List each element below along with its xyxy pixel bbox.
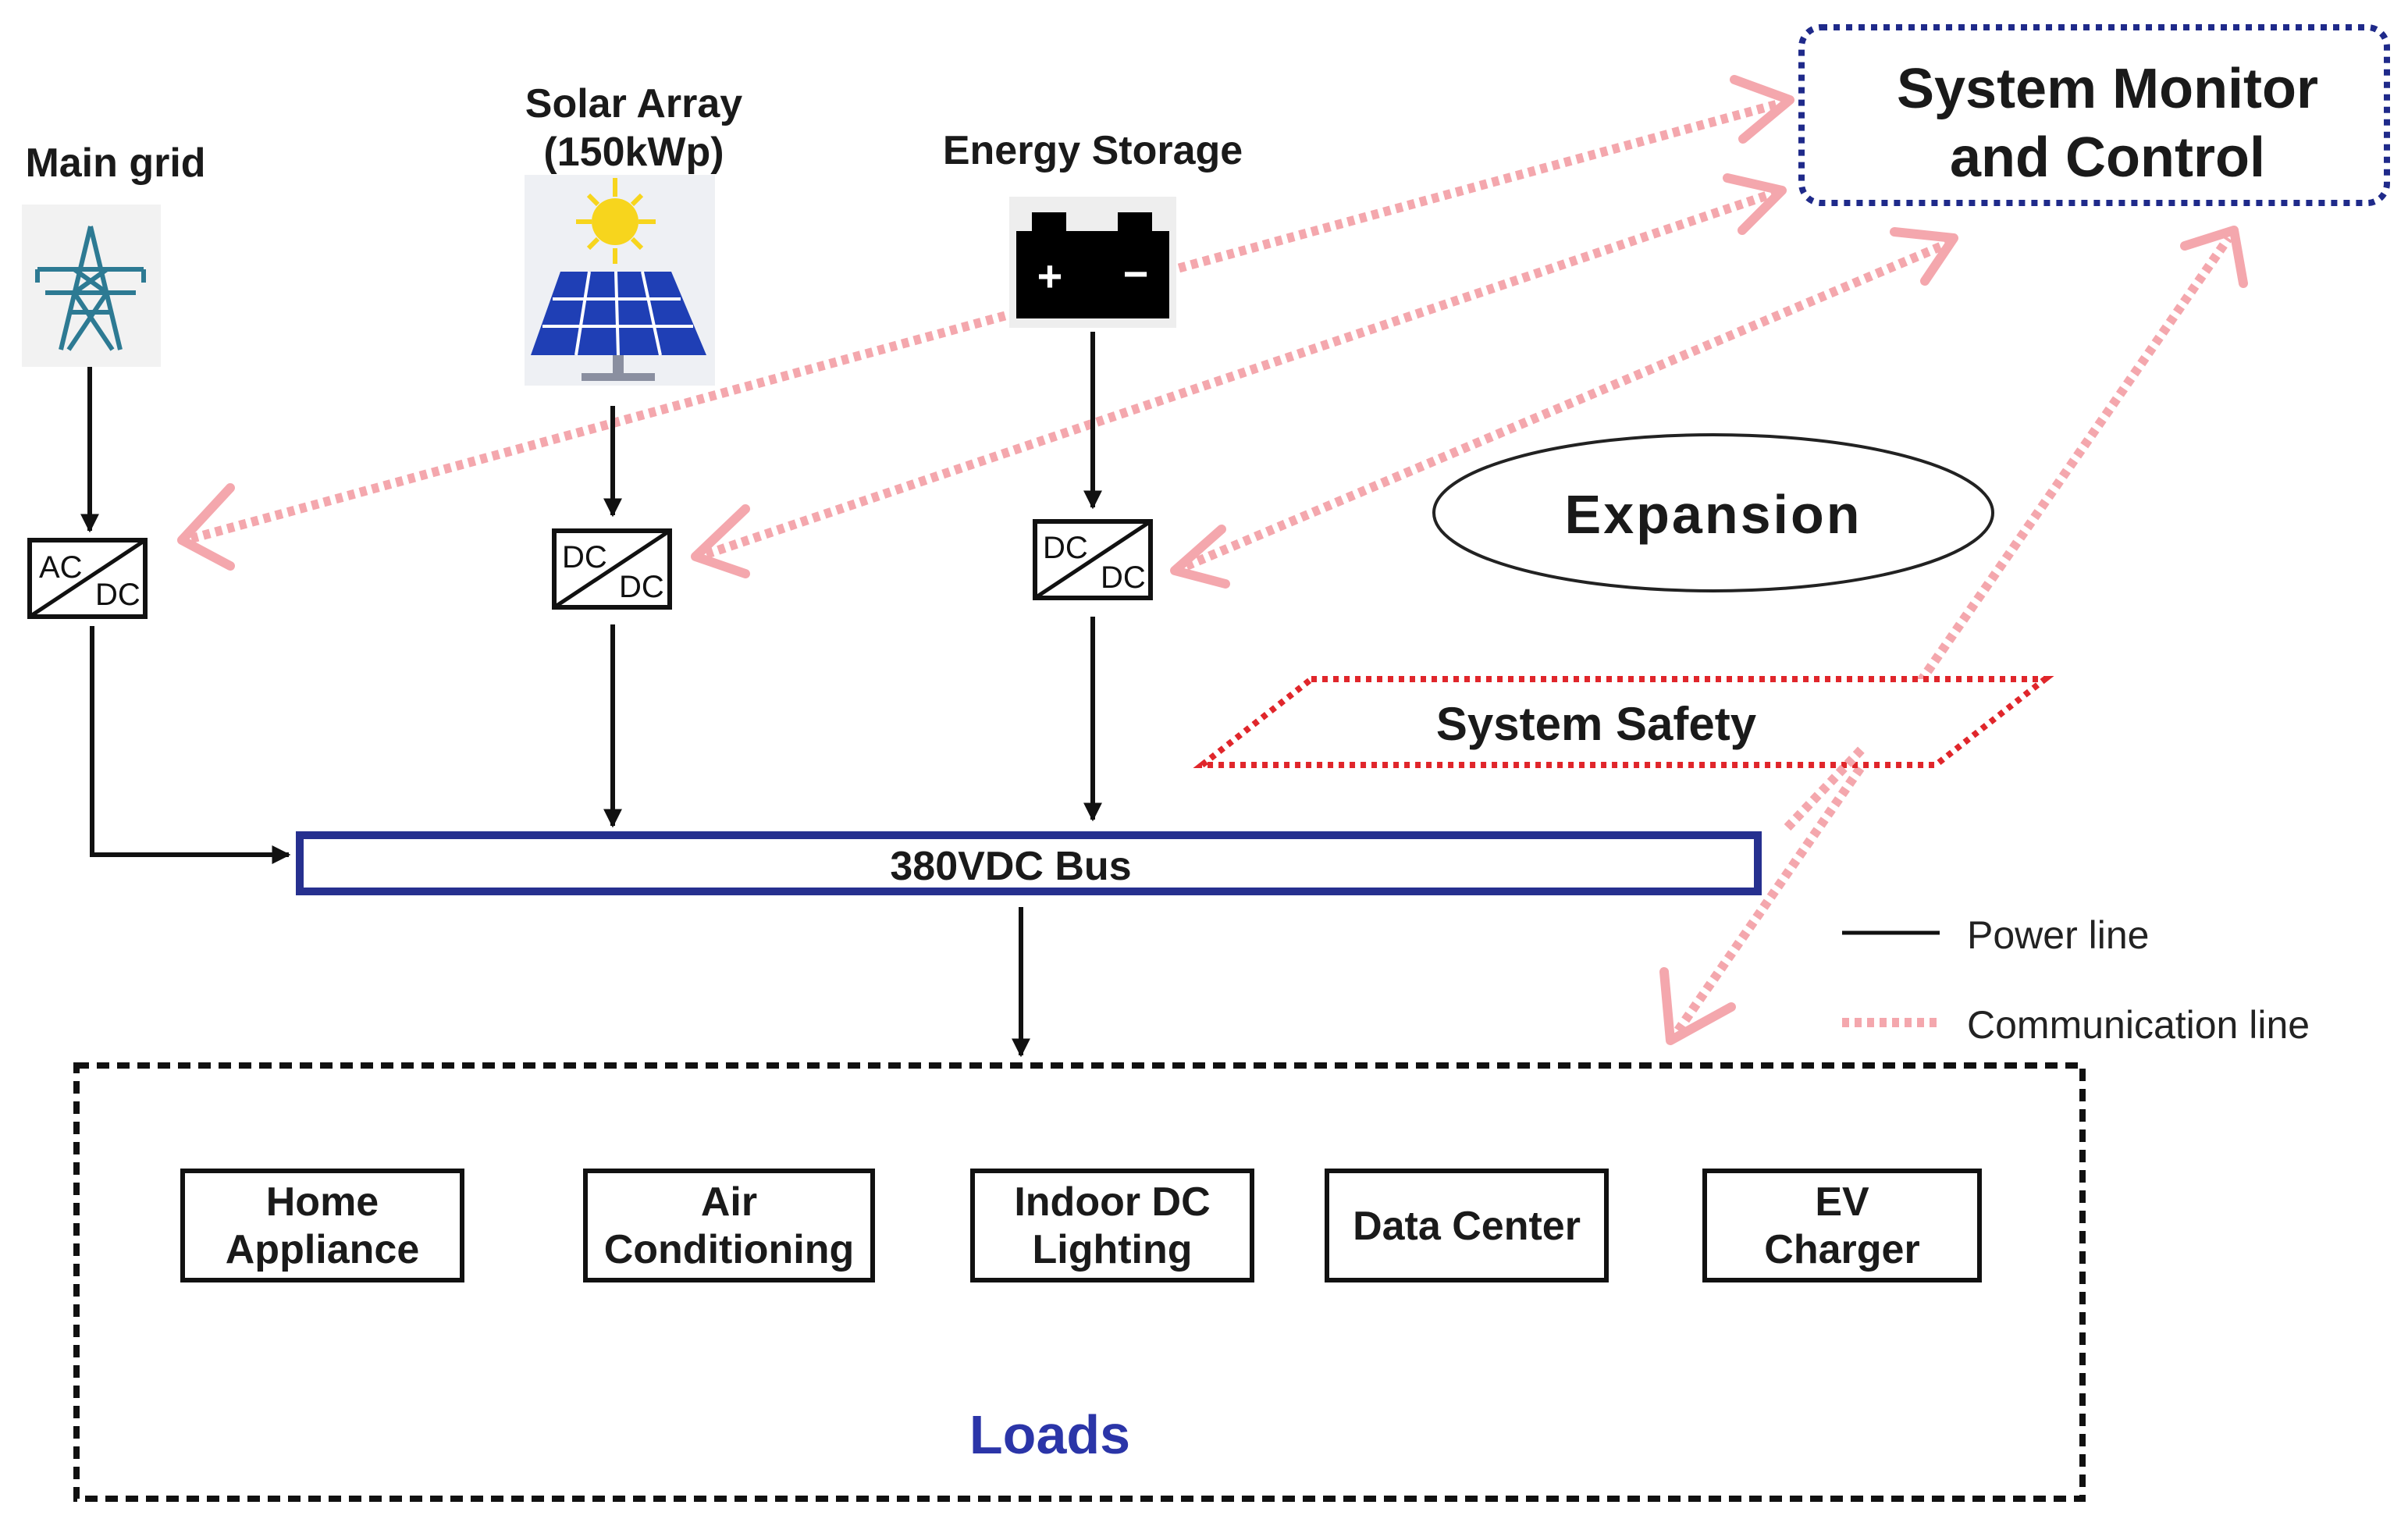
energy-storage-label: Energy Storage (943, 128, 1243, 173)
comm-line-storage (1184, 237, 1954, 571)
transmission-tower-icon (22, 205, 161, 367)
load-label-line2: Charger (1764, 1227, 1919, 1272)
load-label-line2: Lighting (1032, 1227, 1192, 1272)
comm-line-solar (705, 187, 1781, 559)
converter-ac-dc: AC DC (27, 538, 148, 619)
converter-dc-dc-solar: DC DC (552, 528, 672, 610)
comm-line-loads-over (1784, 745, 1866, 831)
monitor-title-line1: System Monitor (1897, 58, 2318, 120)
comm-line-loads (1674, 235, 2232, 1033)
load-label-line1: Data Center (1353, 1204, 1581, 1249)
loads-container: Loads (73, 1062, 2086, 1502)
loads-title: Loads (969, 1404, 1130, 1465)
converter-grid-in: AC (39, 550, 83, 585)
converter-storage-in: DC (1043, 531, 1088, 565)
load-data-center: Data Center (1325, 1169, 1609, 1282)
dc-bus: 380VDC Bus (296, 831, 1762, 895)
load-label-line1: Home (266, 1179, 379, 1225)
legend-comm-label: Communication line (1967, 1003, 2310, 1047)
converter-storage-out: DC (1101, 560, 1146, 595)
expansion-label: Expansion (1565, 484, 1862, 545)
comm-line-grid (190, 97, 1789, 543)
load-ev-charger: EV Charger (1702, 1169, 1982, 1282)
monitor-title-line2: and Control (1950, 126, 2265, 189)
sun-icon (576, 178, 656, 264)
main-grid-label: Main grid (25, 141, 205, 186)
load-home-appliance: Home Appliance (180, 1169, 464, 1282)
battery-minus: − (1123, 249, 1149, 298)
communication-arrowheads (177, 75, 2248, 1045)
converter-solar-in: DC (562, 540, 607, 575)
load-label-line1: EV (1815, 1179, 1869, 1225)
load-label-line1: Indoor DC (1014, 1179, 1210, 1225)
load-air-conditioning: Air Conditioning (583, 1169, 875, 1282)
converter-grid-out: DC (95, 578, 140, 612)
battery-icon: + − (1009, 197, 1176, 328)
legend: Power line Communication line (1842, 913, 2310, 1047)
converter-solar-out: DC (619, 570, 664, 604)
solar-panel-icon (525, 175, 715, 386)
load-indoor-dc-lighting: Indoor DC Lighting (970, 1169, 1254, 1282)
dc-bus-label: 380VDC Bus (890, 844, 1131, 889)
converter-dc-dc-storage: DC DC (1033, 519, 1153, 600)
load-label-line1: Air (701, 1179, 757, 1225)
communication-lines (190, 97, 2232, 1033)
power-lines (80, 332, 1102, 1058)
solar-capacity-label: (150kWp) (543, 130, 724, 175)
battery-plus: + (1037, 251, 1063, 301)
load-label-line2: Conditioning (604, 1227, 855, 1272)
system-monitor-box: System Monitor and Control (1798, 24, 2390, 206)
system-safety-box: System Safety (1193, 676, 2054, 768)
solar-array-label: Solar Array (525, 81, 743, 126)
system-safety-label: System Safety (1436, 698, 1757, 750)
expansion-ellipse: Expansion (1432, 433, 1994, 592)
load-label-line2: Appliance (226, 1227, 420, 1272)
legend-power-label: Power line (1967, 913, 2149, 957)
